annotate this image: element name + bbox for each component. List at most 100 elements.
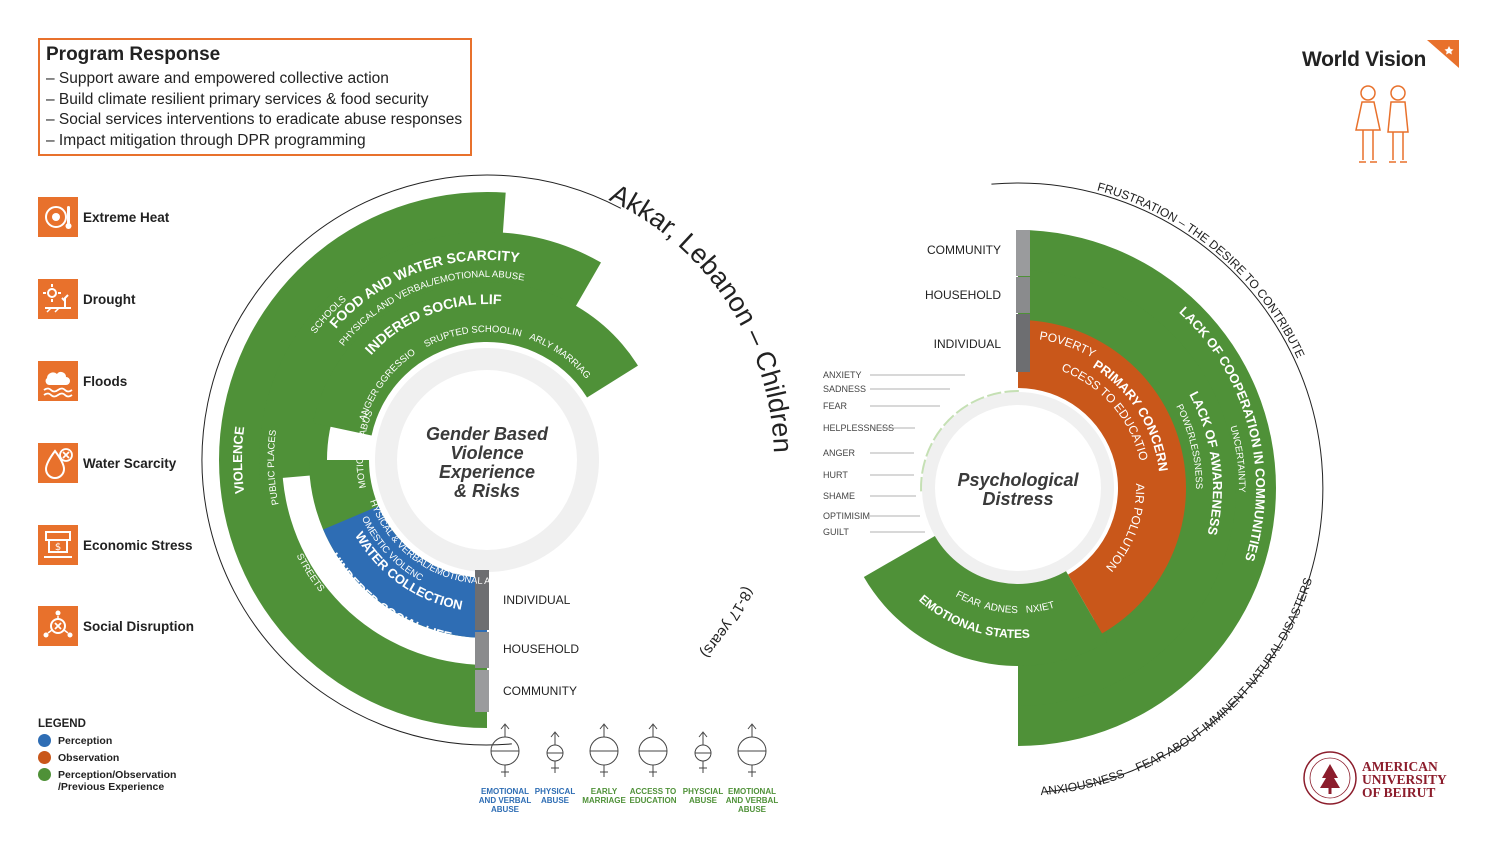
stressor-economic-stress: $ Economic Stress <box>38 525 193 565</box>
legend-swatch <box>38 751 51 764</box>
program-response-title: Program Response <box>46 44 221 65</box>
stressor-label: Social Disruption <box>83 618 195 634</box>
legend-title: LEGEND <box>38 718 86 730</box>
abuse-symbol-label: ABUSE <box>689 796 718 805</box>
abuse-symbol-label: EDUCATION <box>630 796 677 805</box>
abuse-symbol-label: AND VERBAL <box>479 796 532 805</box>
emotion-label: GUILT <box>823 527 849 537</box>
hindered-social-ring <box>312 282 638 436</box>
abuse-symbol-label: ABUSE <box>541 796 570 805</box>
legend: LEGEND Perception Observation Perception… <box>38 718 238 798</box>
stressor-floods: Floods <box>38 361 127 401</box>
level-marker-community <box>1016 230 1030 276</box>
level-label-community: COMMUNITY <box>927 243 1001 257</box>
age-range: (8-17 years) <box>697 584 757 661</box>
ring-label-violence: VIOLENCE <box>230 425 247 495</box>
male-arrow-head <box>698 731 708 738</box>
world-vision-star-icon <box>1427 40 1459 68</box>
stressor-label: Water Scarcity <box>83 455 177 471</box>
stressor-label: Drought <box>83 291 136 307</box>
program-response-box: Program Response – Support aware and emp… <box>38 38 472 156</box>
level-label-community: COMMUNITY <box>503 684 577 698</box>
program-response-item: – Build climate resilient primary servic… <box>46 90 429 108</box>
level-label-household: HOUSEHOLD <box>503 642 579 656</box>
floods-icon <box>38 361 78 401</box>
legend-swatch <box>38 768 51 781</box>
world-vision-logo: World Vision <box>1302 48 1426 71</box>
legend-item: Perception <box>38 734 238 747</box>
level-marker-household <box>475 632 489 668</box>
male-arrow-head <box>550 731 560 738</box>
emotion-label: FEAR <box>823 401 848 411</box>
abuse-symbol-label: AND VERBAL <box>726 796 779 805</box>
abuse-symbol-label: PHYSCIAL <box>683 787 724 796</box>
water-collection-ring <box>323 506 487 638</box>
stressor-label: Extreme Heat <box>83 209 170 225</box>
legend-item: Perception/Observation /Previous Experie… <box>38 768 238 793</box>
extreme-heat-icon <box>38 197 78 237</box>
emotion-label: SHAME <box>823 491 855 501</box>
children-illustration-icon <box>1355 85 1409 163</box>
lack-cooperation-ring <box>1018 230 1276 746</box>
gbv-center-title: & Risks <box>454 481 520 501</box>
legend-item: Observation <box>38 751 238 764</box>
economic-stress-icon: $ <box>38 525 78 565</box>
abuse-symbol-label: MARRIAGE <box>582 796 626 805</box>
emotion-label: SADNESS <box>823 384 866 394</box>
program-response-item: – Support aware and empowered collective… <box>46 70 389 87</box>
stressor-water-scarcity: Water Scarcity <box>38 443 176 483</box>
gbv-center-title: Experience <box>439 462 535 482</box>
psych-center-circle <box>935 405 1101 571</box>
abuse-symbol-label: EMOTIONAL <box>728 787 776 796</box>
male-arrow-head <box>747 723 757 730</box>
aub-logo-line: OF BEIRUT <box>1362 785 1436 800</box>
abuse-symbol-label: PHYSICAL <box>535 787 576 796</box>
abuse-symbol-label: ABUSE <box>738 805 767 814</box>
level-marker-community <box>475 670 489 712</box>
male-arrow-head <box>599 723 609 730</box>
emotion-label: HELPLESSNESS <box>823 423 894 433</box>
emotional-states-ring <box>863 528 1107 666</box>
abuse-symbol-label: ACCESS TO <box>630 787 677 796</box>
level-label-household: HOUSEHOLD <box>925 288 1001 302</box>
social-disruption-icon <box>38 606 78 646</box>
legend-label: Perception/Observation /Previous Experie… <box>58 769 177 793</box>
emotion-label: ANXIETY <box>823 370 862 380</box>
program-response-item: – Social services interventions to eradi… <box>46 111 463 128</box>
legend-swatch <box>38 734 51 747</box>
level-label-individual: INDIVIDUAL <box>503 593 571 607</box>
aub-logo-line: AMERICAN <box>1362 759 1438 774</box>
lack-awareness-ring <box>1018 270 1236 706</box>
ring-label-hindered-upper: HINDERED SOCIAL LIFE <box>0 0 502 357</box>
primary-concern-ring <box>1018 320 1186 634</box>
stressor-extreme-heat: Extreme Heat <box>38 197 169 237</box>
emotion-label: ANGER <box>823 448 856 458</box>
main-title: Akkar, Lebanon – Children <box>606 178 798 453</box>
stressor-social-disruption: Social Disruption <box>38 606 194 646</box>
stressor-drought: Drought <box>38 279 135 319</box>
stressor-label: Floods <box>83 373 128 389</box>
level-marker-household <box>1016 277 1030 313</box>
legend-label: Perception <box>58 735 113 747</box>
male-arrow-head <box>500 723 510 730</box>
psych-center-title: Distress <box>982 489 1053 509</box>
abuse-symbol-label: EMOTIONAL <box>481 787 529 796</box>
level-marker-individual <box>1016 314 1030 372</box>
level-marker-individual <box>475 570 489 630</box>
program-response-item: – Impact mitigation through DPR programm… <box>46 131 366 149</box>
aub-seal-icon <box>1303 751 1357 805</box>
emotion-label: HURT <box>823 470 848 480</box>
violence-ring-lower <box>219 460 487 728</box>
level-label-individual: INDIVIDUAL <box>934 337 1002 351</box>
male-arrow-head <box>648 723 658 730</box>
abuse-symbol-label: ABUSE <box>491 805 520 814</box>
drought-icon <box>38 279 78 319</box>
gbv-center-circle <box>397 370 577 550</box>
right-outer-circle <box>991 182 1323 793</box>
abuse-symbol-label: EARLY <box>591 787 618 796</box>
aub-logo-line: UNIVERSITY <box>1362 772 1447 787</box>
svg-text:$: $ <box>55 542 61 553</box>
legend-label: Observation <box>58 752 120 764</box>
stressor-label: Economic Stress <box>83 537 193 553</box>
